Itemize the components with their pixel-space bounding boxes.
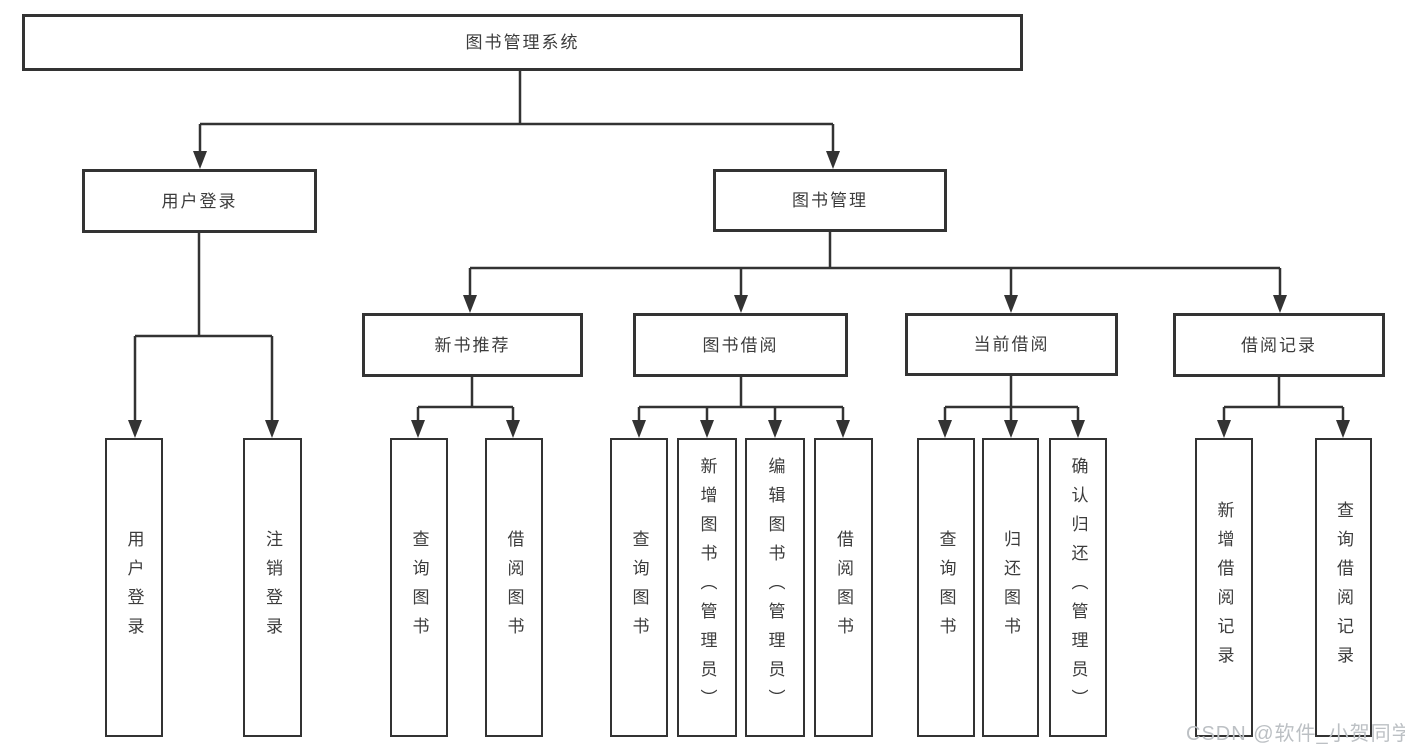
arrowheads-level3 <box>463 295 1287 313</box>
arrowheads-leaves <box>128 420 1350 438</box>
leaf-borrow-add-admin: 新增图书（管理员） <box>677 438 737 737</box>
connector-borrow-to-leaves <box>637 377 845 421</box>
node-user-login-label: 用户登录 <box>161 191 238 211</box>
leaf-confirm-return-admin-label: 确认归还（管理员） <box>1068 457 1088 718</box>
node-borrow-records-label: 借阅记录 <box>1241 335 1317 355</box>
leaf-confirm-return-admin: 确认归还（管理员） <box>1049 438 1107 737</box>
leaf-record-query-label: 查询借阅记录 <box>1334 500 1353 675</box>
leaf-logout-label: 注销登录 <box>263 529 282 646</box>
leaf-newbook-borrow-label: 借阅图书 <box>504 529 524 646</box>
arrowheads-level2 <box>193 151 840 169</box>
connector-root-to-level2 <box>198 71 835 153</box>
leaf-borrow-edit-admin-label: 编辑图书（管理员） <box>765 457 785 718</box>
leaf-current-query-label: 查询图书 <box>936 529 956 646</box>
leaf-borrow-edit-admin: 编辑图书（管理员） <box>745 438 805 737</box>
node-borrow-records: 借阅记录 <box>1173 313 1385 377</box>
leaf-borrow-book: 借阅图书 <box>814 438 873 737</box>
node-new-book-recommend-label: 新书推荐 <box>434 335 511 355</box>
leaf-newbook-query-label: 查询图书 <box>409 529 429 646</box>
leaf-current-query: 查询图书 <box>917 438 975 737</box>
leaf-logout: 注销登录 <box>243 438 302 737</box>
leaf-return-book-label: 归还图书 <box>1001 529 1020 646</box>
leaf-return-book: 归还图书 <box>982 438 1039 737</box>
leaf-user-login: 用户登录 <box>105 438 163 737</box>
leaf-borrow-add-admin-label: 新增图书（管理员） <box>697 457 717 718</box>
leaf-user-login-label: 用户登录 <box>124 529 144 646</box>
connector-userlogin-to-leaves <box>133 233 274 421</box>
node-new-book-recommend: 新书推荐 <box>362 313 583 377</box>
leaf-borrow-query: 查询图书 <box>610 438 668 737</box>
leaf-newbook-query: 查询图书 <box>390 438 448 737</box>
leaf-borrow-query-label: 查询图书 <box>629 529 649 646</box>
node-user-login: 用户登录 <box>82 169 317 233</box>
node-book-management: 图书管理 <box>713 169 947 232</box>
connector-newbook-to-leaves <box>416 377 515 421</box>
node-root-label: 图书管理系统 <box>465 33 580 52</box>
csdn-watermark: CSDN @软件_小贺同学 <box>1186 723 1405 745</box>
node-book-management-label: 图书管理 <box>792 191 868 210</box>
node-book-borrow-label: 图书借阅 <box>702 335 779 355</box>
leaf-record-add: 新增借阅记录 <box>1195 438 1253 737</box>
leaf-newbook-borrow: 借阅图书 <box>485 438 543 737</box>
connector-records-to-leaves <box>1222 377 1345 421</box>
connector-current-to-leaves <box>943 376 1080 421</box>
node-book-borrow: 图书借阅 <box>633 313 848 377</box>
node-current-borrow-label: 当前借阅 <box>973 335 1050 354</box>
leaf-borrow-book-label: 借阅图书 <box>834 529 853 646</box>
node-current-borrow: 当前借阅 <box>905 313 1118 376</box>
connector-bookmgmt-to-level3 <box>468 232 1282 296</box>
leaf-record-query: 查询借阅记录 <box>1315 438 1372 737</box>
leaf-record-add-label: 新增借阅记录 <box>1214 500 1234 675</box>
node-root: 图书管理系统 <box>22 14 1023 71</box>
